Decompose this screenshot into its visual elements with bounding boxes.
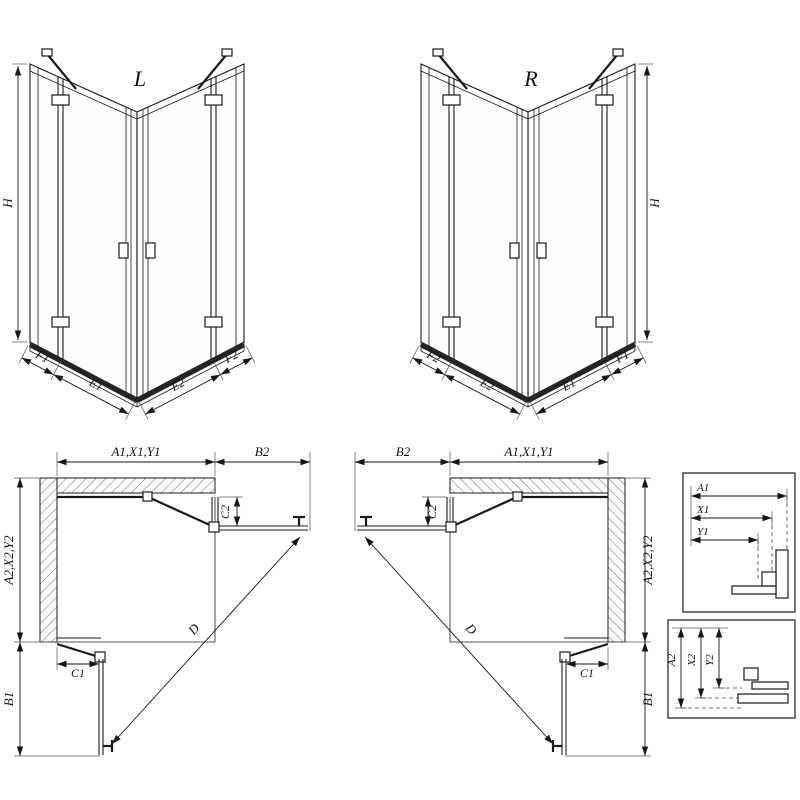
front-view-right-labels: R H F2 E2 E1 F1 <box>424 66 662 394</box>
dim-label-c1-right-plan: C1 <box>580 666 594 680</box>
plan-view-left <box>14 452 311 757</box>
variant-label-right: R <box>523 66 538 91</box>
dim-label-d-left-plan: D <box>184 620 203 638</box>
detail-dim-label-a1: A1 <box>696 482 709 494</box>
front-view-geometry <box>12 48 256 420</box>
dim-label-b2-right-plan: B2 <box>396 444 411 459</box>
dim-label-e2-right-view: E2 <box>477 375 496 394</box>
corner-profile-section <box>761 571 777 587</box>
front-view-left <box>12 48 256 420</box>
detail-dim-label-x1: X1 <box>696 504 709 516</box>
dim-label-f2-left-view: F2 <box>221 347 240 366</box>
plan-view-right <box>355 452 651 756</box>
variant-label-left: L <box>133 66 146 91</box>
wall-top <box>56 477 216 494</box>
dim-label-a1x1y1-left-plan: A1,X1,Y1 <box>110 444 160 459</box>
wall-profile-section <box>775 549 789 599</box>
wall-braces <box>41 48 233 90</box>
threshold-profile-section <box>751 681 789 690</box>
dim-label-b1-right-plan: B1 <box>640 692 655 706</box>
dim-label-f1-right-view: F1 <box>612 347 631 366</box>
dim-label-e1-right-view: E1 <box>559 375 578 394</box>
dim-label-f1-left-view: F1 <box>33 347 52 366</box>
dim-label-c1-left-plan: C1 <box>71 666 85 680</box>
dim-label-d-right-plan: D <box>462 620 481 638</box>
front-view-left-labels: L H F1 E1 E2 F2 <box>0 66 241 394</box>
dim-label-a2x2y2-right-plan: A2,X2,Y2 <box>640 535 655 586</box>
dim-label-b1-left-plan: B1 <box>1 692 16 706</box>
dim-label-e1-left-view: E1 <box>86 375 105 394</box>
dim-label-a2x2y2-left-plan: A2,X2,Y2 <box>1 535 16 586</box>
plan-view-right-labels: A1,X1,Y1 B2 A2,X2,Y2 B1 C2 C1 D <box>396 444 655 706</box>
plan-view-geometry <box>14 452 311 757</box>
detail-dim-label-y2: Y2 <box>704 654 716 666</box>
detail-box-top: A1 X1 Y1 <box>682 472 796 613</box>
front-view-right <box>410 49 653 419</box>
dim-label-c2-left-plan: C2 <box>218 505 232 519</box>
door-hinges <box>51 94 223 328</box>
dim-label-b2-left-plan: B2 <box>255 444 270 459</box>
detail-dim-label-y1: Y1 <box>697 526 709 538</box>
detail-box-bottom: A2 X2 Y2 <box>666 619 796 719</box>
wall-side <box>39 477 58 643</box>
door-handles <box>118 242 156 259</box>
dim-label-e2-left-view: E2 <box>168 375 187 394</box>
dim-label-height-left-view: H <box>0 198 15 209</box>
dim-label-f2-right-view: F2 <box>424 347 443 366</box>
glass-panel-right <box>136 63 245 399</box>
tray-profile-section-bottom <box>737 693 789 704</box>
dim-label-height-right-view: H <box>647 198 662 209</box>
corner-profile-section-bottom <box>743 667 759 681</box>
detail-dim-label-a2: A2 <box>666 653 678 667</box>
glass-panel-left <box>29 63 138 399</box>
dim-label-a1x1y1-right-plan: A1,X1,Y1 <box>503 444 553 459</box>
tray-profile-section <box>731 585 777 595</box>
dim-label-c2-right-plan: C2 <box>425 505 439 519</box>
detail-dim-label-x2: X2 <box>686 653 698 667</box>
